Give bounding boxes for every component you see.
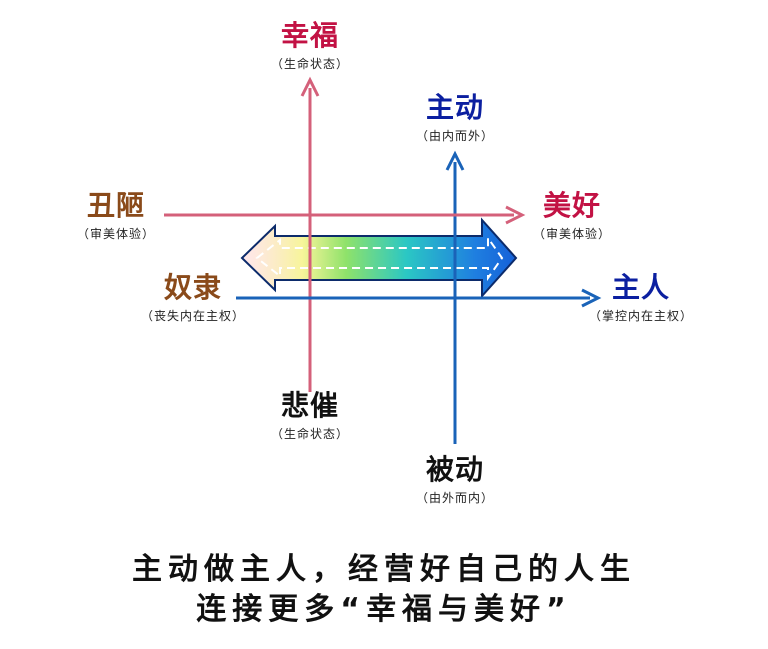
ugly-title: 丑陋 <box>86 189 146 222</box>
beauty-axis <box>164 205 526 225</box>
master-axis <box>236 288 602 308</box>
label-passive: 被动 （由外而内） <box>416 454 494 506</box>
slave-title: 奴隶 <box>163 271 223 304</box>
happiness-title: 幸福 <box>280 19 340 52</box>
progress-arrow <box>240 217 518 299</box>
passive-title: 被动 <box>425 453 485 486</box>
beauty-title: 美好 <box>542 189 602 222</box>
caption-line-2: 连接更多“幸福与美好” <box>196 592 572 627</box>
ugly-note: （审美体验） <box>76 227 156 241</box>
label-happiness: 幸福 （生命状态） <box>271 20 349 72</box>
beauty-note: （审美体验） <box>532 227 612 241</box>
label-slave: 奴隶 （丧失内在主权） <box>141 272 245 324</box>
happiness-note: （生命状态） <box>270 57 350 71</box>
label-master: 主人 （掌控内在主权） <box>589 272 693 324</box>
caption: 主动做主人，经营好自己的人生 连接更多“幸福与美好” <box>0 550 768 630</box>
happiness-axis <box>300 76 320 392</box>
label-beauty: 美好 （审美体验） <box>533 190 611 242</box>
label-ugly: 丑陋 （审美体验） <box>77 190 155 242</box>
initiative-axis <box>445 150 465 444</box>
sorrow-title: 悲催 <box>280 389 340 422</box>
progress-arrow-dashed <box>255 234 504 282</box>
master-title: 主人 <box>611 271 671 304</box>
initiative-title: 主动 <box>425 91 485 124</box>
label-initiative: 主动 （由内而外） <box>416 92 494 144</box>
label-sorrow: 悲催 （生命状态） <box>271 390 349 442</box>
master-note: （掌控内在主权） <box>588 309 694 323</box>
sorrow-note: （生命状态） <box>270 427 350 441</box>
caption-line-1: 主动做主人，经营好自己的人生 <box>132 552 636 587</box>
initiative-note: （由内而外） <box>415 129 495 143</box>
slave-note: （丧失内在主权） <box>140 309 246 323</box>
passive-note: （由外而内） <box>415 491 495 505</box>
